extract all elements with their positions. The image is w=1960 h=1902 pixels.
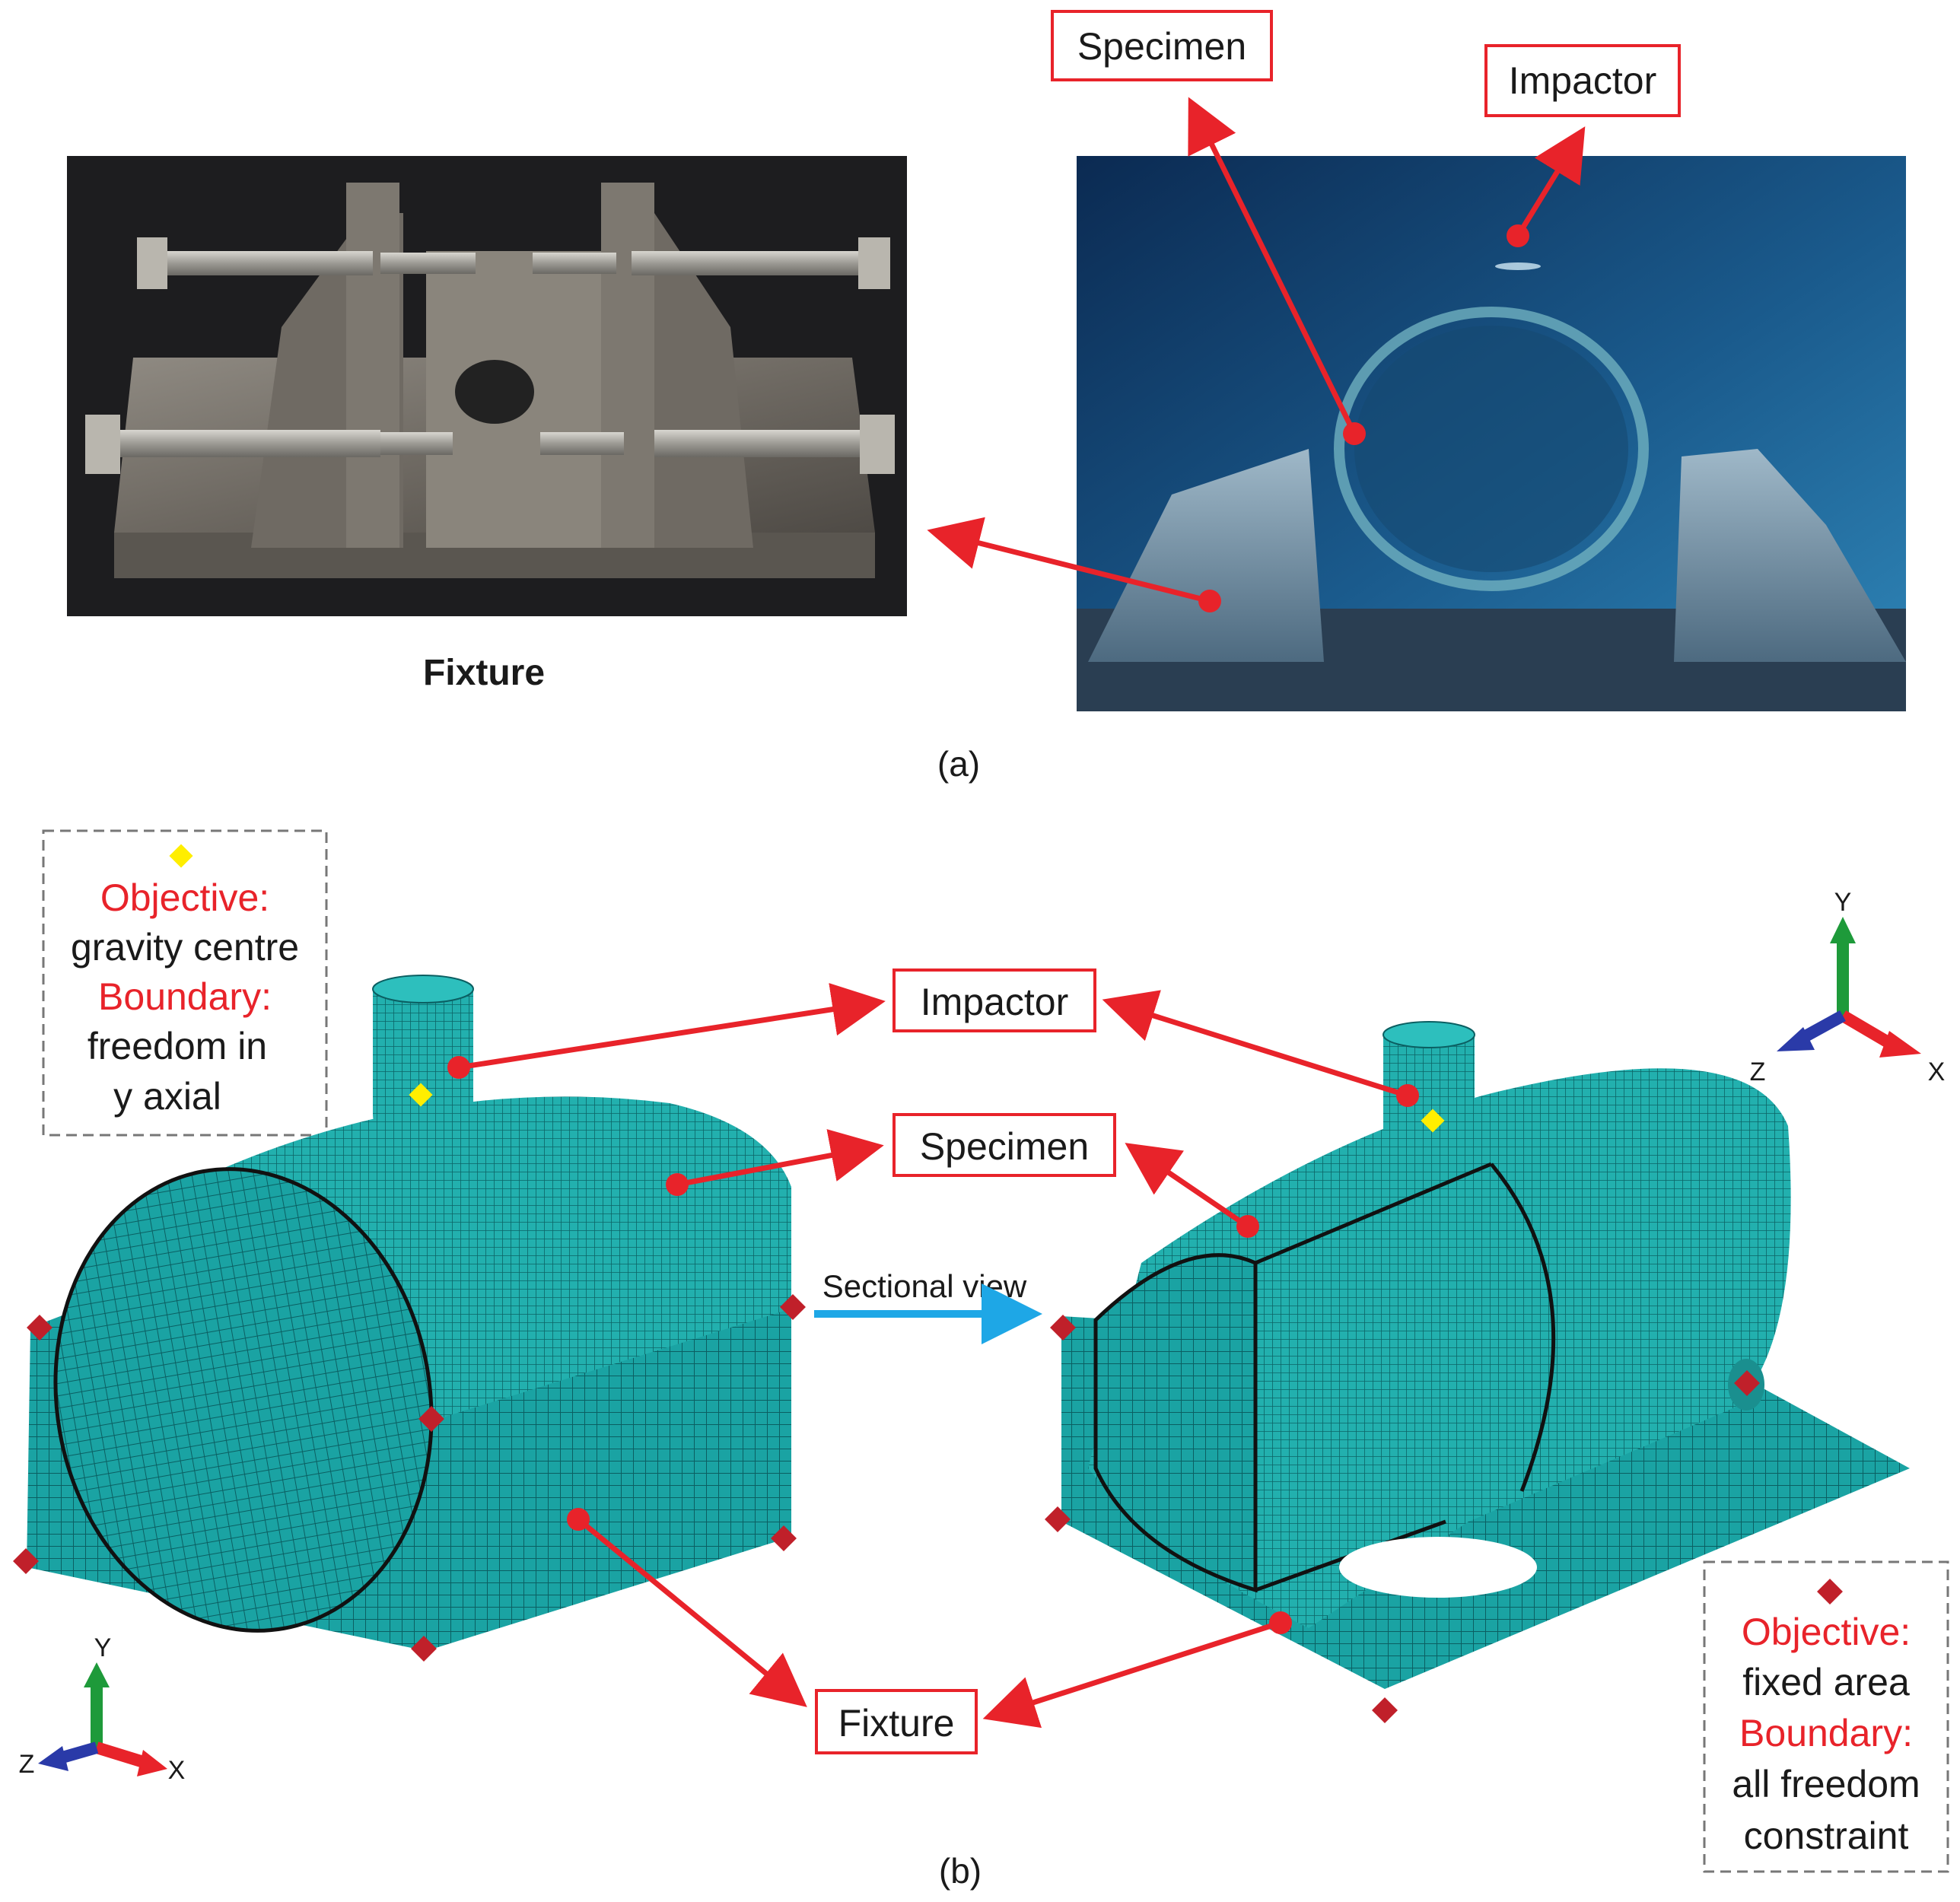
svg-text:Objective:: Objective: [1742, 1611, 1911, 1653]
svg-text:Z: Z [1750, 1058, 1766, 1086]
svg-text:freedom in: freedom in [88, 1025, 267, 1067]
svg-text:constraint: constraint [1744, 1815, 1909, 1857]
panel-b-caption: (b) [939, 1851, 982, 1891]
svg-text:Objective:: Objective: [100, 876, 269, 919]
panel-a: Fixture Specimen Impactor [67, 10, 1906, 784]
svg-text:Sectional view: Sectional view [822, 1268, 1027, 1304]
svg-text:Specimen: Specimen [920, 1125, 1089, 1168]
fixture-photo [67, 156, 907, 616]
svg-text:Impactor: Impactor [921, 981, 1069, 1023]
panel-b: Objective: gravity centre Boundary: free… [13, 829, 1949, 1891]
axis-triad-bottom-left: Y X Z [19, 1633, 186, 1785]
impactor-label-b: Impactor [892, 968, 1096, 1032]
svg-text:Impactor: Impactor [1509, 59, 1657, 102]
gravity-centre-marker-icon [1421, 1108, 1445, 1133]
svg-text:all freedom: all freedom [1732, 1763, 1920, 1805]
impactor-label-a: Impactor [1484, 44, 1681, 117]
legend-impactor: Objective: gravity centre Boundary: free… [42, 829, 328, 1137]
svg-text:gravity centre: gravity centre [71, 926, 299, 968]
specimen-label-b: Specimen [892, 1113, 1116, 1177]
svg-text:Fixture: Fixture [838, 1702, 955, 1745]
fe-model-right [1061, 1021, 1910, 1689]
fixture-caption: Fixture [423, 653, 545, 693]
svg-text:fixed area: fixed area [1742, 1661, 1910, 1703]
svg-text:Specimen: Specimen [1077, 25, 1246, 68]
fixture-label-b: Fixture [815, 1689, 978, 1754]
arrow-origin-dots-a [1198, 224, 1529, 612]
svg-text:Boundary:: Boundary: [1739, 1712, 1913, 1754]
sectional-view-arrow: Sectional view [814, 1268, 1042, 1344]
specimen-label-a: Specimen [1051, 10, 1273, 81]
legend-fixture: Objective: fixed area Boundary: all free… [1703, 1560, 1949, 1873]
panel-a-caption: (a) [937, 744, 980, 784]
svg-text:y axial: y axial [113, 1075, 221, 1118]
svg-text:X: X [1928, 1058, 1946, 1086]
arrow-origin-dots-b [447, 1056, 1419, 1634]
svg-text:Z: Z [19, 1750, 35, 1779]
svg-text:Boundary:: Boundary: [98, 975, 272, 1018]
fixed-area-marker-icon [1817, 1579, 1843, 1605]
svg-text:X: X [168, 1756, 186, 1785]
annotation-arrows-a [927, 97, 1586, 604]
axis-triad-top-right: Y X Z [1750, 888, 1946, 1086]
fixed-area-markers [13, 1294, 1760, 1723]
fe-model-left [27, 975, 791, 1651]
svg-text:Y: Y [94, 1633, 112, 1662]
annotation-arrows-b [458, 983, 1409, 1729]
test-photo [1077, 156, 1906, 711]
svg-text:Y: Y [1834, 888, 1852, 917]
